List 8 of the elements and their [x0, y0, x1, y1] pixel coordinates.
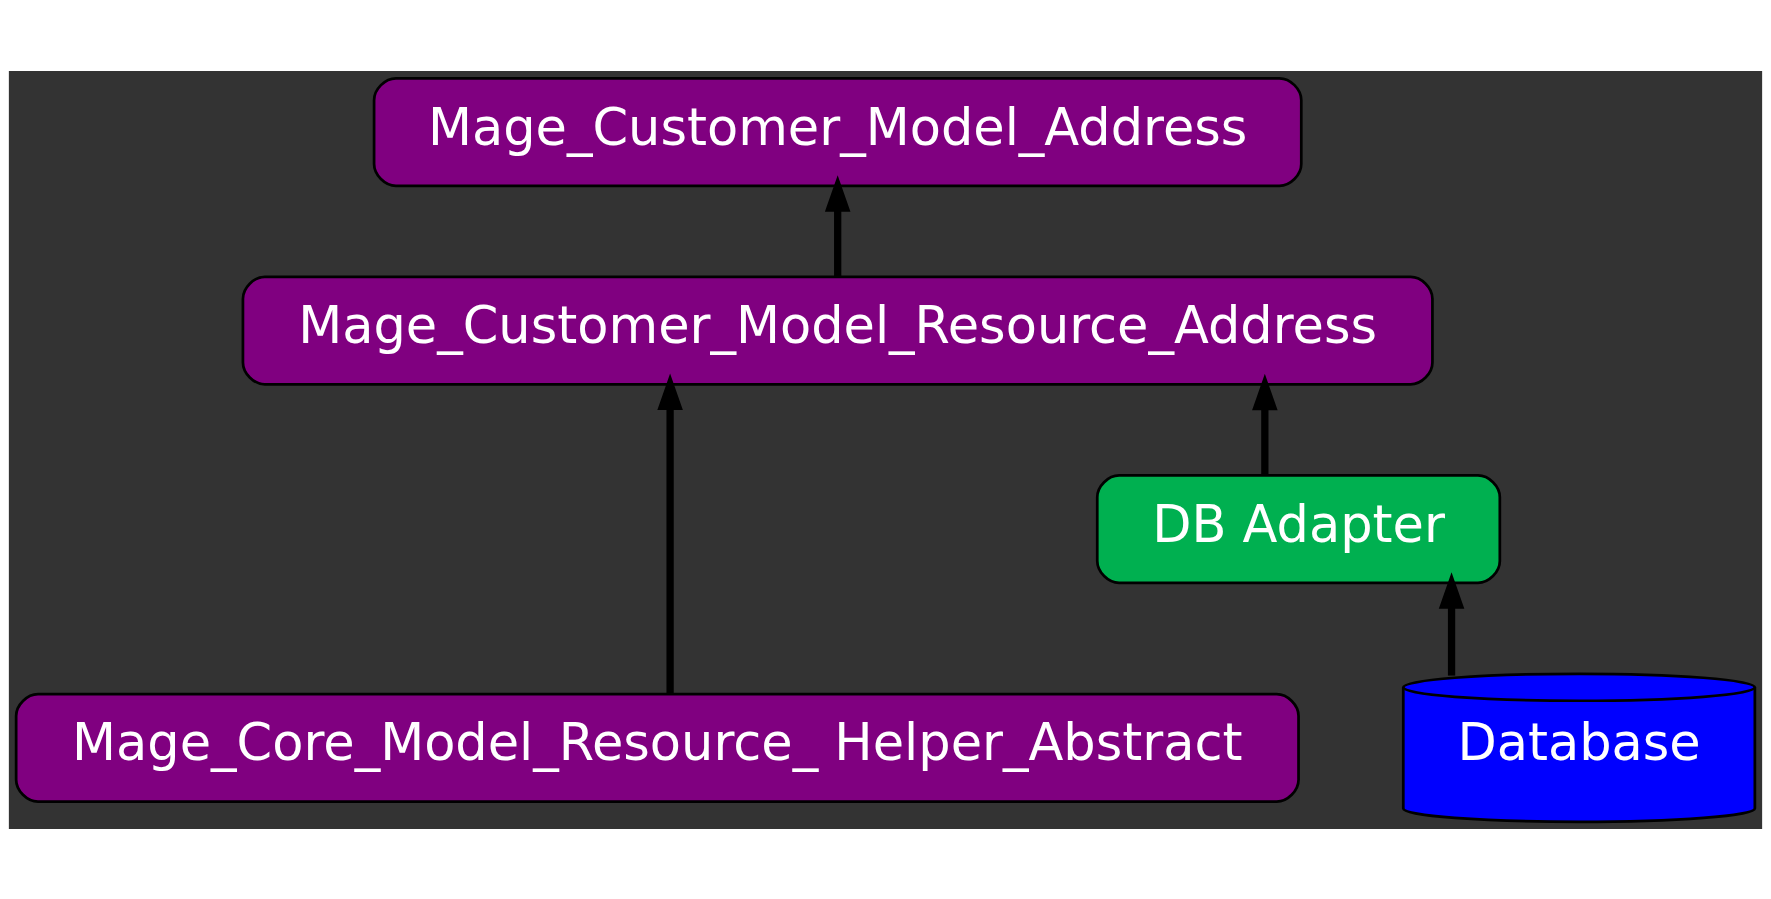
- arrow: [657, 372, 683, 693]
- arrow: [1438, 571, 1465, 676]
- arrow: [1252, 373, 1278, 475]
- arrow: [824, 174, 851, 276]
- node-box: Mage_Customer_Model_Address: [372, 76, 1303, 187]
- node-box: DB Adapter: [1095, 473, 1502, 584]
- node-box: Mage_Core_Model_Resource_ Helper_Abstract: [14, 692, 1300, 803]
- node-box: Mage_Customer_Model_Resource_Address: [241, 274, 1434, 386]
